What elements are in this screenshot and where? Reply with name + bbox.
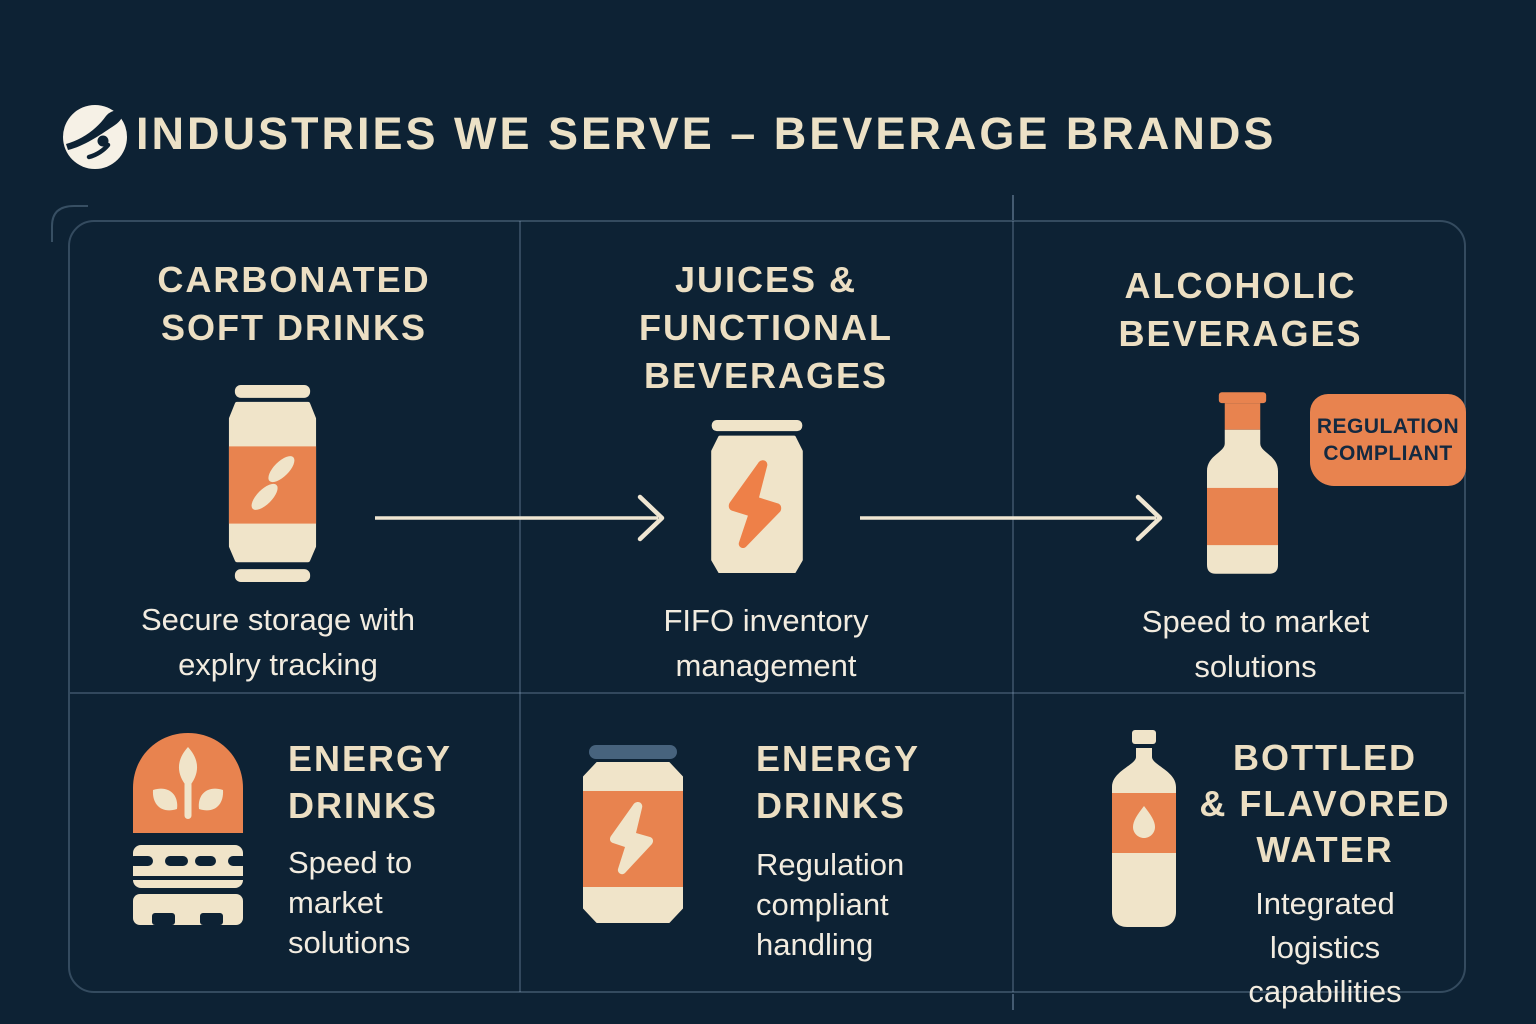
title-line: FUNCTIONAL bbox=[639, 307, 893, 348]
page-title: INDUSTRIES WE SERVE – BEVERAGE BRANDS bbox=[136, 108, 1277, 159]
card-caption-bottled-flavored-water: Integrated logistics capabilities bbox=[1195, 882, 1455, 1014]
title-line: CARBONATED bbox=[157, 259, 431, 300]
card-title-energy-drinks-storage: ENERGY DRINKS bbox=[288, 735, 508, 829]
card-title-energy-drinks-handling: ENERGY DRINKS bbox=[756, 735, 996, 829]
badge-line: COMPLIANT bbox=[1323, 442, 1453, 465]
grid-divider-vertical-2 bbox=[1012, 221, 1014, 992]
beer-bottle-icon bbox=[1207, 391, 1278, 575]
caption-line: FIFO inventory bbox=[663, 603, 869, 638]
caption-line: management bbox=[675, 648, 857, 683]
title-line: ENERGY bbox=[756, 738, 921, 779]
title-line: BEVERAGES bbox=[643, 355, 889, 396]
title-line: BEVERAGES bbox=[1118, 313, 1363, 354]
grid-divider-horizontal bbox=[70, 692, 1464, 694]
card-caption-juices-functional: FIFO inventory management bbox=[540, 598, 992, 688]
title-line: DRINKS bbox=[288, 785, 439, 826]
card-caption-energy-drinks-handling: Regulation compliant handling bbox=[756, 845, 996, 965]
title-line: JUICES & bbox=[674, 259, 858, 300]
caption-line: explry tracking bbox=[178, 647, 378, 682]
grid-tick-top bbox=[1012, 195, 1014, 220]
caption-line: Secure storage with bbox=[141, 602, 415, 637]
regulation-compliant-badge: REGULATION COMPLIANT bbox=[1310, 394, 1466, 486]
caption-line: Regulation bbox=[756, 847, 905, 882]
soda-can-icon bbox=[221, 385, 324, 583]
card-caption-energy-drinks-storage: Speed to market solutions bbox=[288, 843, 508, 963]
card-caption-alcoholic-beverages: Speed to market solutions bbox=[1043, 599, 1468, 689]
caption-line: capabilities bbox=[1248, 974, 1402, 1009]
title-line: & FLAVORED bbox=[1199, 783, 1451, 824]
energy-can-slate-lid-icon bbox=[583, 745, 683, 923]
caption-line: compliant bbox=[756, 887, 889, 922]
title-line: ENERGY bbox=[288, 738, 453, 779]
grid-tick-bottom bbox=[1012, 994, 1014, 1010]
caption-line: Speed to bbox=[288, 845, 413, 880]
leaf-swoosh-logo-icon bbox=[63, 105, 127, 169]
water-bottle-icon bbox=[1112, 730, 1176, 928]
flow-arrow-icon bbox=[860, 494, 1165, 542]
card-title-juices-functional: JUICES & FUNCTIONAL BEVERAGES bbox=[540, 256, 992, 400]
card-title-carbonated-soft-drinks: CARBONATED SOFT DRINKS bbox=[88, 256, 500, 352]
caption-line: solutions bbox=[288, 925, 411, 960]
caption-line: logistics bbox=[1269, 930, 1381, 965]
grid-divider-vertical-1 bbox=[519, 221, 521, 992]
card-title-alcoholic-beverages: ALCOHOLIC BEVERAGES bbox=[1033, 262, 1448, 358]
corner-accent-line bbox=[48, 198, 88, 242]
title-line: BOTTLED bbox=[1233, 737, 1417, 778]
caption-line: Speed to market bbox=[1141, 604, 1370, 639]
badge-line: REGULATION bbox=[1316, 415, 1460, 438]
title-line: ALCOHOLIC bbox=[1124, 265, 1357, 306]
card-caption-carbonated-soft-drinks: Secure storage with explry tracking bbox=[88, 597, 468, 687]
caption-line: solutions bbox=[1194, 649, 1317, 684]
caption-line: handling bbox=[756, 927, 874, 962]
pallet-plant-icon bbox=[133, 733, 243, 925]
industry-grid-frame bbox=[68, 220, 1466, 993]
title-line: DRINKS bbox=[756, 785, 907, 826]
caption-line: Integrated bbox=[1255, 886, 1395, 921]
energy-can-icon bbox=[706, 420, 808, 573]
title-line: WATER bbox=[1256, 829, 1394, 870]
title-line: SOFT DRINKS bbox=[160, 307, 427, 348]
flow-arrow-icon bbox=[375, 494, 667, 542]
card-title-bottled-flavored-water: BOTTLED & FLAVORED WATER bbox=[1185, 735, 1465, 873]
caption-line: market bbox=[288, 885, 383, 920]
